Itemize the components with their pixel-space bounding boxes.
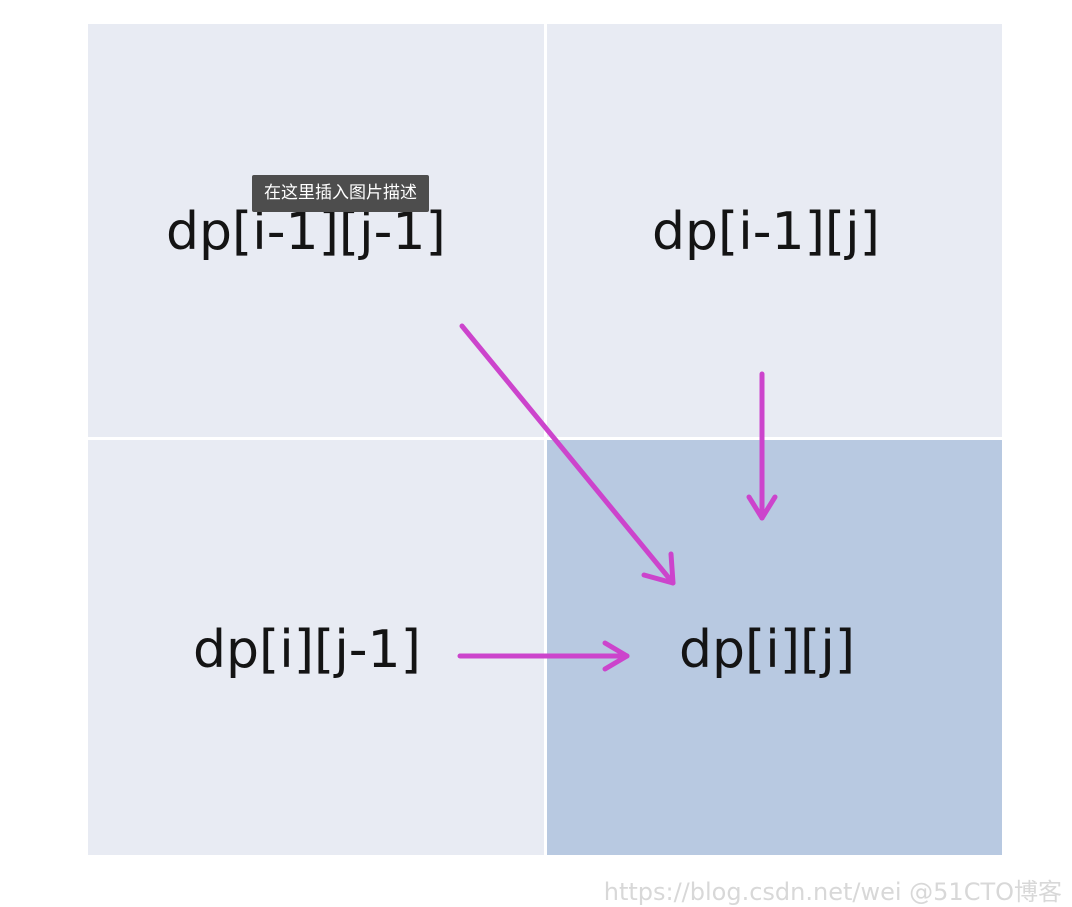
cell-bottom-left: dp[i][j-1] (88, 440, 544, 855)
cell-label-dp-i-minus-1-j-minus-1: dp[i-1][j-1] (166, 202, 446, 262)
cell-top-left: dp[i-1][j-1] (88, 24, 544, 437)
watermark: https://blog.csdn.net/wei @51CTO博客 (603, 878, 1062, 906)
cell-label-dp-i-minus-1-j: dp[i-1][j] (652, 202, 880, 262)
image-description-tooltip: 在这里插入图片描述 (252, 175, 429, 212)
cell-label-dp-i-j-minus-1: dp[i][j-1] (193, 620, 421, 680)
cell-label-dp-i-j: dp[i][j] (679, 620, 856, 680)
cell-top-right: dp[i-1][j] (547, 24, 1002, 437)
cell-bottom-right-target: dp[i][j] (547, 440, 1002, 855)
dp-transition-diagram: dp[i-1][j-1] dp[i-1][j] dp[i][j-1] dp[i]… (88, 24, 1062, 906)
